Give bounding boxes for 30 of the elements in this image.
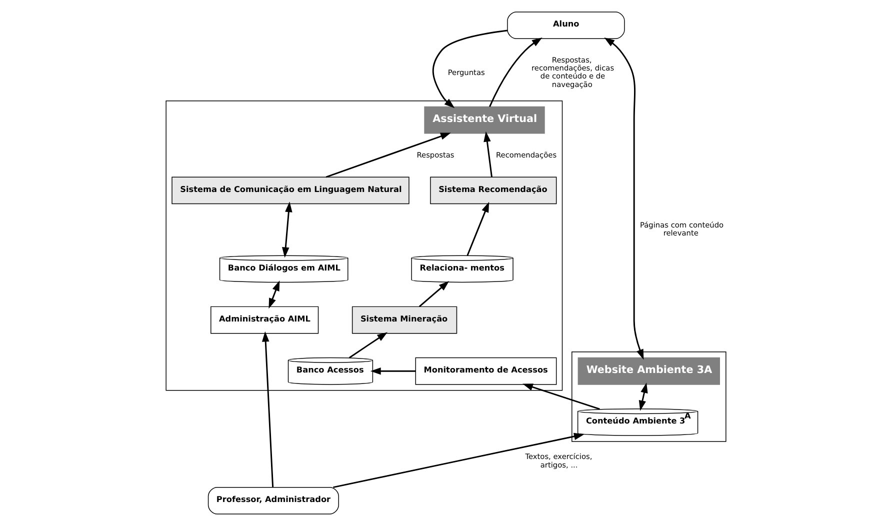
node-box: Aluno [507,11,625,38]
arrow [638,382,648,410]
arrow [466,201,490,256]
arrow [268,280,280,308]
node-box: Assistente Virtual [424,106,545,134]
arrow [262,330,274,487]
edge-label: Respostas [416,150,454,159]
node-box: Sistema Recomendação [430,176,557,204]
arrow [418,280,450,307]
node-box: Website Ambiente 3A [578,356,720,384]
node-box: Sistema de Comunicação em Linguagem Natural [172,176,410,204]
arrow [484,130,492,177]
node-box: Monitoramento de Acessos [415,356,557,384]
edge-label: Respostas, recomendações, dicas de conteúdo e de navegação [532,54,614,88]
arrow [370,366,416,374]
arrow [604,37,644,360]
arrow [432,29,508,108]
node-box: Sistema Mineração [352,306,458,334]
edge-label: Recomendações [496,150,557,159]
arrow [489,36,542,106]
edge-label: Perguntas [448,67,485,76]
edge-label: Textos, exercícios, artigos, ... [525,452,592,469]
node-box: Professor, Administrador [208,486,339,514]
edge-label: Páginas com conteúdo relevante [640,220,724,238]
arrow [522,383,600,410]
arrow [333,432,584,488]
arrow [326,132,451,178]
node-box: Administração AIML [210,306,319,334]
arrow [282,201,292,258]
arrow [348,332,388,358]
